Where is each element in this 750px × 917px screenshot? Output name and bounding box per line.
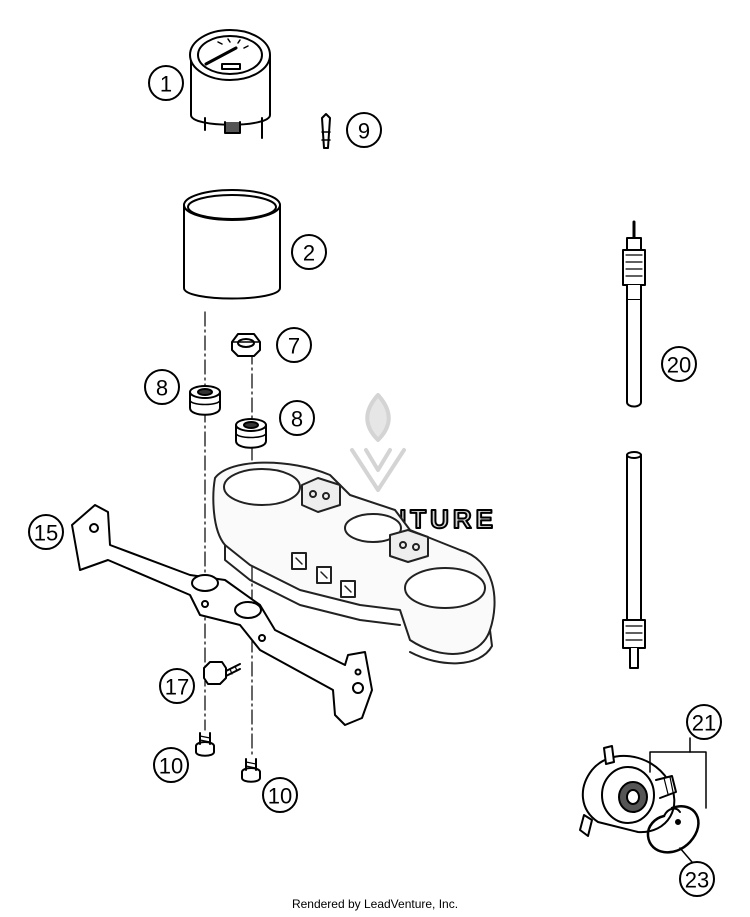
callout-17: 17 bbox=[159, 668, 195, 704]
callout-21: 21 bbox=[686, 704, 722, 740]
watermark-logo bbox=[350, 393, 406, 492]
callout-9: 9 bbox=[346, 112, 382, 148]
callout-1: 1 bbox=[148, 65, 184, 101]
svg-text:17: 17 bbox=[165, 675, 189, 700]
speedometer-gauge-part bbox=[189, 29, 271, 139]
svg-text:9: 9 bbox=[358, 119, 370, 144]
svg-text:7: 7 bbox=[288, 334, 300, 359]
speedo-cable-part bbox=[622, 220, 646, 669]
rubber-grommet-part bbox=[189, 385, 267, 449]
svg-text:21: 21 bbox=[692, 711, 716, 736]
svg-text:23: 23 bbox=[685, 868, 709, 893]
bolt-part bbox=[203, 661, 241, 685]
callout-8-right: 8 bbox=[279, 400, 315, 436]
svg-text:8: 8 bbox=[156, 376, 168, 401]
callout-2: 2 bbox=[291, 234, 327, 270]
leader-lines bbox=[649, 737, 707, 863]
circlip-part bbox=[646, 805, 700, 854]
rendered-by-credit: Rendered by LeadVenture, Inc. bbox=[291, 897, 459, 911]
callout-8-left: 8 bbox=[144, 369, 180, 405]
clip-part bbox=[321, 113, 331, 149]
svg-text:1: 1 bbox=[160, 72, 172, 97]
gauge-sleeve-part bbox=[183, 189, 281, 300]
screw-part bbox=[195, 732, 261, 783]
callout-10-right: 10 bbox=[262, 777, 298, 813]
svg-text:2: 2 bbox=[303, 241, 315, 266]
svg-text:10: 10 bbox=[159, 754, 183, 779]
callout-10-left: 10 bbox=[153, 747, 189, 783]
nut-part bbox=[231, 333, 261, 357]
callout-7: 7 bbox=[276, 327, 312, 363]
mounting-bracket-part bbox=[71, 504, 373, 726]
callout-15: 15 bbox=[28, 514, 64, 550]
triple-clamp-part bbox=[212, 461, 496, 665]
svg-text:10: 10 bbox=[268, 784, 292, 809]
callout-23: 23 bbox=[679, 861, 715, 897]
svg-text:15: 15 bbox=[34, 521, 58, 546]
svg-text:8: 8 bbox=[291, 407, 303, 432]
callout-20: 20 bbox=[661, 346, 697, 382]
speedo-drive-part bbox=[579, 745, 677, 837]
svg-text:20: 20 bbox=[667, 353, 691, 378]
